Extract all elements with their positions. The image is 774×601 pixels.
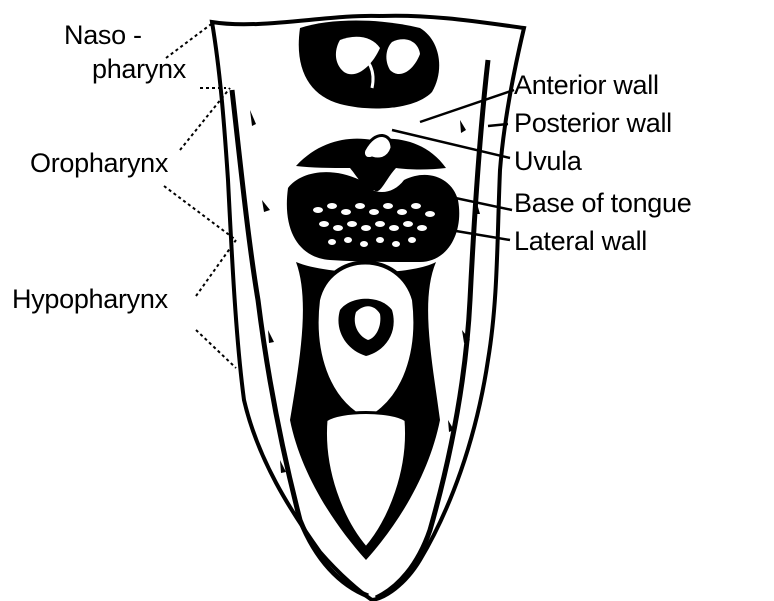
label-base-of-tongue: Base of tongue: [514, 190, 691, 217]
label-posterior-wall: Posterior wall: [514, 110, 672, 137]
label-hypopharynx: Hypopharynx: [12, 286, 168, 313]
label-uvula: Uvula: [514, 148, 582, 175]
label-oropharynx: Oropharynx: [30, 150, 168, 177]
label-anterior-wall: Anterior wall: [514, 72, 659, 99]
label-lateral-wall: Lateral wall: [514, 228, 647, 255]
label-naso-line1: Naso -: [64, 22, 142, 49]
label-naso-line2: pharynx: [92, 56, 186, 83]
